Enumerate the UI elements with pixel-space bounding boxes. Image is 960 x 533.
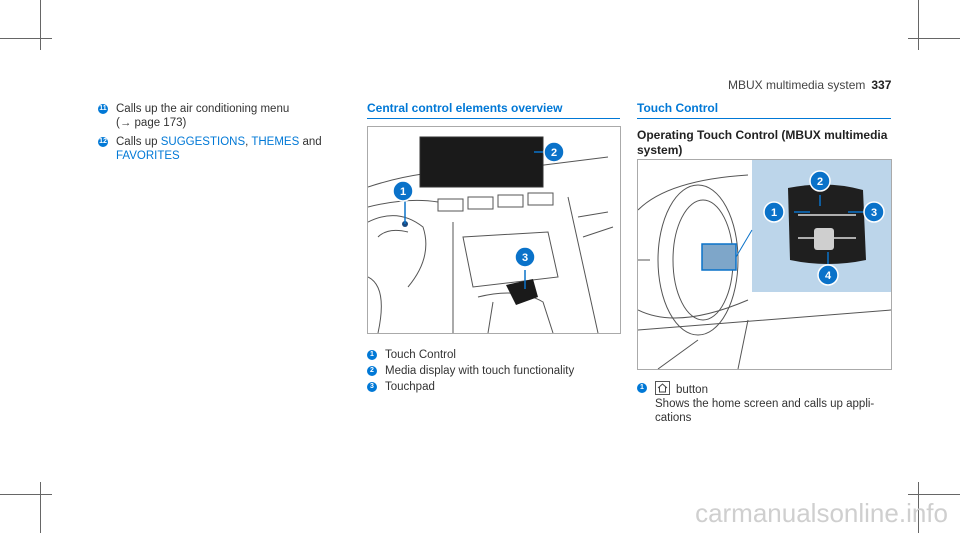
svg-text:2: 2 [551, 147, 557, 159]
legend-item-home: 1 button Shows the home screen and calls… [637, 381, 897, 425]
callout-2: 2 [543, 141, 565, 163]
legend-item-1: 1 Touch Control [367, 348, 456, 362]
callout-3: 3 [863, 201, 885, 223]
svg-text:1: 1 [400, 186, 406, 198]
list-item-12: 12 Calls up SUGGESTIONS, THEMES and FAVO… [98, 135, 338, 163]
page-number: 337 [871, 78, 892, 92]
subtitle-line-2: system) [637, 143, 683, 157]
legend-item-3: 3 Touchpad [367, 380, 435, 394]
desc-line-2: cations [655, 412, 692, 424]
callout-1: 1 [392, 180, 414, 202]
home-icon [655, 381, 670, 395]
item-text: Calls up the air conditioning menu [116, 103, 290, 115]
callout-badge: 12 [98, 137, 108, 147]
callout-2: 2 [809, 170, 831, 192]
separator: , [245, 136, 249, 148]
callout-badge: 3 [367, 382, 377, 392]
section-title: Touch Control [637, 101, 719, 115]
page-header: MBUX multimedia system 337 [728, 78, 891, 92]
steering-drawing: 1 2 3 4 [638, 160, 891, 369]
crop-mark [908, 38, 960, 39]
dashboard-illustration: 1 2 3 [367, 126, 621, 334]
svg-text:3: 3 [522, 252, 528, 264]
subsection-title: Operating Touch Control (MBUX multimedia… [637, 128, 897, 158]
item-text-and: and [302, 136, 322, 148]
watermark: carmanualsonline.info [695, 498, 948, 528]
subtitle-line-1: Operating Touch Control (MBUX multimedia [637, 128, 888, 142]
page-reference-link[interactable]: (→ page 173) [116, 117, 187, 129]
svg-text:2: 2 [817, 176, 823, 188]
crop-mark [0, 38, 52, 39]
svg-text:3: 3 [871, 207, 877, 219]
legend-text: Touch Control [385, 349, 456, 361]
steering-wheel-illustration: 1 2 3 4 [637, 159, 892, 370]
crop-mark [918, 482, 919, 533]
list-item-11: 11 Calls up the air conditioning menu (→… [98, 102, 338, 130]
crop-mark [0, 494, 52, 495]
callout-3: 3 [514, 246, 536, 268]
crop-mark [40, 482, 41, 533]
callout-badge: 11 [98, 104, 108, 114]
crop-mark [40, 0, 41, 50]
svg-text:1: 1 [771, 207, 777, 219]
button-label: button [676, 384, 708, 396]
desc-line-1: Shows the home screen and calls up appli… [655, 398, 875, 410]
item-text: Calls up [116, 136, 158, 148]
callout-badge: 1 [367, 350, 377, 360]
themes-link[interactable]: THEMES [251, 136, 300, 148]
section-rule [367, 118, 620, 119]
callout-1: 1 [763, 201, 785, 223]
section-title: Central control elements overview [367, 101, 563, 115]
favorites-link[interactable]: FAVORITES [116, 150, 180, 162]
callout-4: 4 [817, 264, 839, 286]
svg-text:4: 4 [825, 270, 832, 282]
legend-text: Touchpad [385, 381, 435, 393]
callout-badge: 1 [637, 383, 647, 393]
dashboard-drawing: 1 2 3 [368, 136, 614, 333]
callout-badge: 2 [367, 366, 377, 376]
legend-text: Media display with touch functionality [385, 365, 575, 377]
crop-mark [908, 494, 960, 495]
legend-item-2: 2 Media display with touch functionality [367, 364, 574, 378]
section-rule [637, 118, 891, 119]
header-title: MBUX multimedia system [728, 78, 866, 92]
crop-mark [918, 0, 919, 50]
suggestions-link[interactable]: SUGGESTIONS [160, 136, 246, 148]
